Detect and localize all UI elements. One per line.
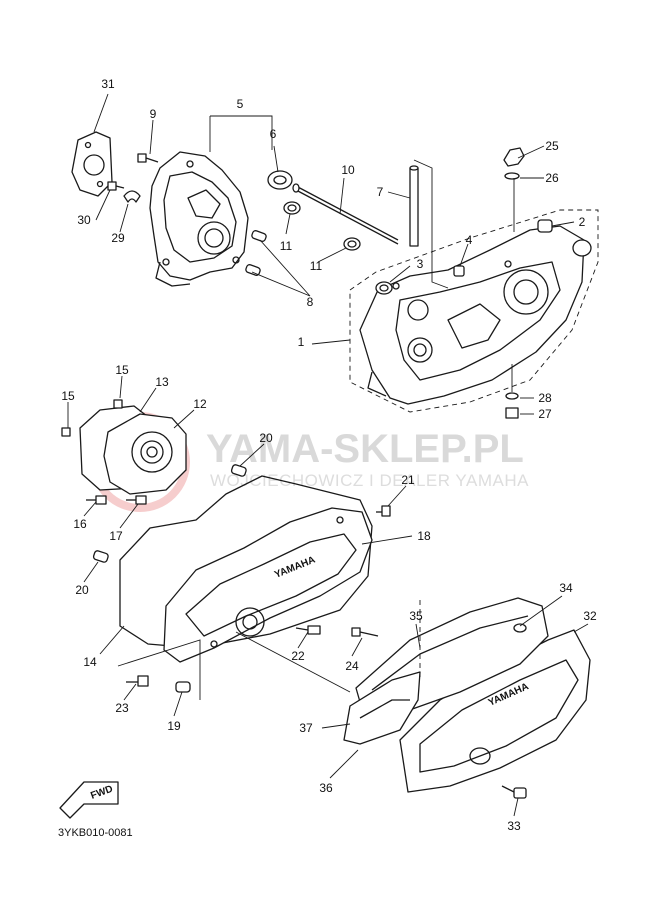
bolt-22 (295, 625, 321, 635)
callout-33: 33 (507, 819, 521, 833)
bushing-2 (537, 219, 592, 257)
callout-13: 13 (155, 375, 169, 389)
duct-35-37 (343, 600, 421, 745)
callout-15b: 15 (61, 389, 75, 403)
crankcase-cover-18: YAMAHA (163, 507, 373, 663)
bolts-16-17 (86, 495, 147, 505)
o-ring-26 (504, 172, 520, 180)
screw-30 (107, 181, 125, 191)
bolt-33 (501, 785, 527, 799)
callout-12: 12 (193, 397, 207, 411)
bolt-9 (137, 153, 159, 163)
callout-32: 32 (583, 609, 597, 623)
callout-27: 27 (538, 407, 552, 421)
leader-lines (67, 93, 589, 817)
callout-16: 16 (73, 517, 87, 531)
dowel-20b (92, 550, 109, 563)
callout-1: 1 (298, 335, 305, 349)
clamp-29 (123, 190, 141, 203)
callout-26: 26 (545, 171, 559, 185)
dowel-19 (175, 681, 191, 693)
crankcase-right-1 (349, 209, 599, 413)
callout-23: 23 (115, 701, 129, 715)
callout-25: 25 (545, 139, 559, 153)
callout-labels: 1 2 3 4 5 6 7 8 9 10 11 11 12 13 14 15 1… (61, 77, 597, 833)
outer-cover-32: YAMAHA (399, 629, 591, 793)
shaft-10 (292, 183, 399, 245)
callout-4: 4 (466, 233, 473, 247)
callout-20b: 20 (75, 583, 89, 597)
callout-20a: 20 (259, 431, 273, 445)
callout-2: 2 (579, 215, 586, 229)
gasket-31 (71, 131, 113, 197)
pipe-7 (409, 165, 419, 247)
dowel-pins-8 (245, 230, 267, 276)
plug-4 (453, 265, 465, 277)
washer-28 (505, 392, 519, 400)
fwd-arrow-icon: FWD (59, 781, 119, 819)
callout-15a: 15 (115, 363, 129, 377)
bushing-3 (375, 281, 393, 295)
bearing-6 (267, 170, 293, 190)
oil-seal-11a (283, 201, 301, 215)
callout-31: 31 (101, 77, 115, 91)
callout-34: 34 (559, 581, 573, 595)
callout-18: 18 (417, 529, 431, 543)
callout-30: 30 (77, 213, 91, 227)
callout-37: 37 (299, 721, 313, 735)
bolts-15 (61, 399, 123, 437)
filler-cap-25 (503, 147, 525, 167)
crankcase-left-5 (149, 151, 249, 287)
bolt-23 (126, 675, 149, 687)
callout-22: 22 (291, 649, 305, 663)
callout-5: 5 (237, 97, 244, 111)
watermark-subtitle: WOJCIECHOWICZ I DEALER YAMAHA (210, 471, 529, 490)
callout-28: 28 (538, 391, 552, 405)
callout-35: 35 (409, 609, 423, 623)
callout-6: 6 (270, 127, 277, 141)
callout-19: 19 (167, 719, 181, 733)
callout-8: 8 (307, 295, 314, 309)
callout-14: 14 (83, 655, 97, 669)
callout-17: 17 (109, 529, 123, 543)
callout-3: 3 (417, 257, 424, 271)
housing-12 (103, 413, 187, 495)
callout-36: 36 (319, 781, 333, 795)
bolt-21 (376, 505, 391, 517)
bolt-24 (351, 627, 379, 637)
callout-24: 24 (345, 659, 359, 673)
callout-10: 10 (341, 163, 355, 177)
callout-11b: 11 (310, 259, 323, 273)
callout-29: 29 (111, 231, 125, 245)
watermark-title: YAMA-SKLEP.PL (206, 427, 524, 471)
drain-bolt-27 (505, 407, 519, 419)
callout-11a: 11 (280, 239, 293, 253)
diagram-code: 3YKB010-0081 (58, 827, 133, 839)
callout-21: 21 (401, 473, 415, 487)
callout-7: 7 (377, 185, 384, 199)
callout-9: 9 (150, 107, 157, 121)
oil-seal-11b (343, 237, 361, 251)
